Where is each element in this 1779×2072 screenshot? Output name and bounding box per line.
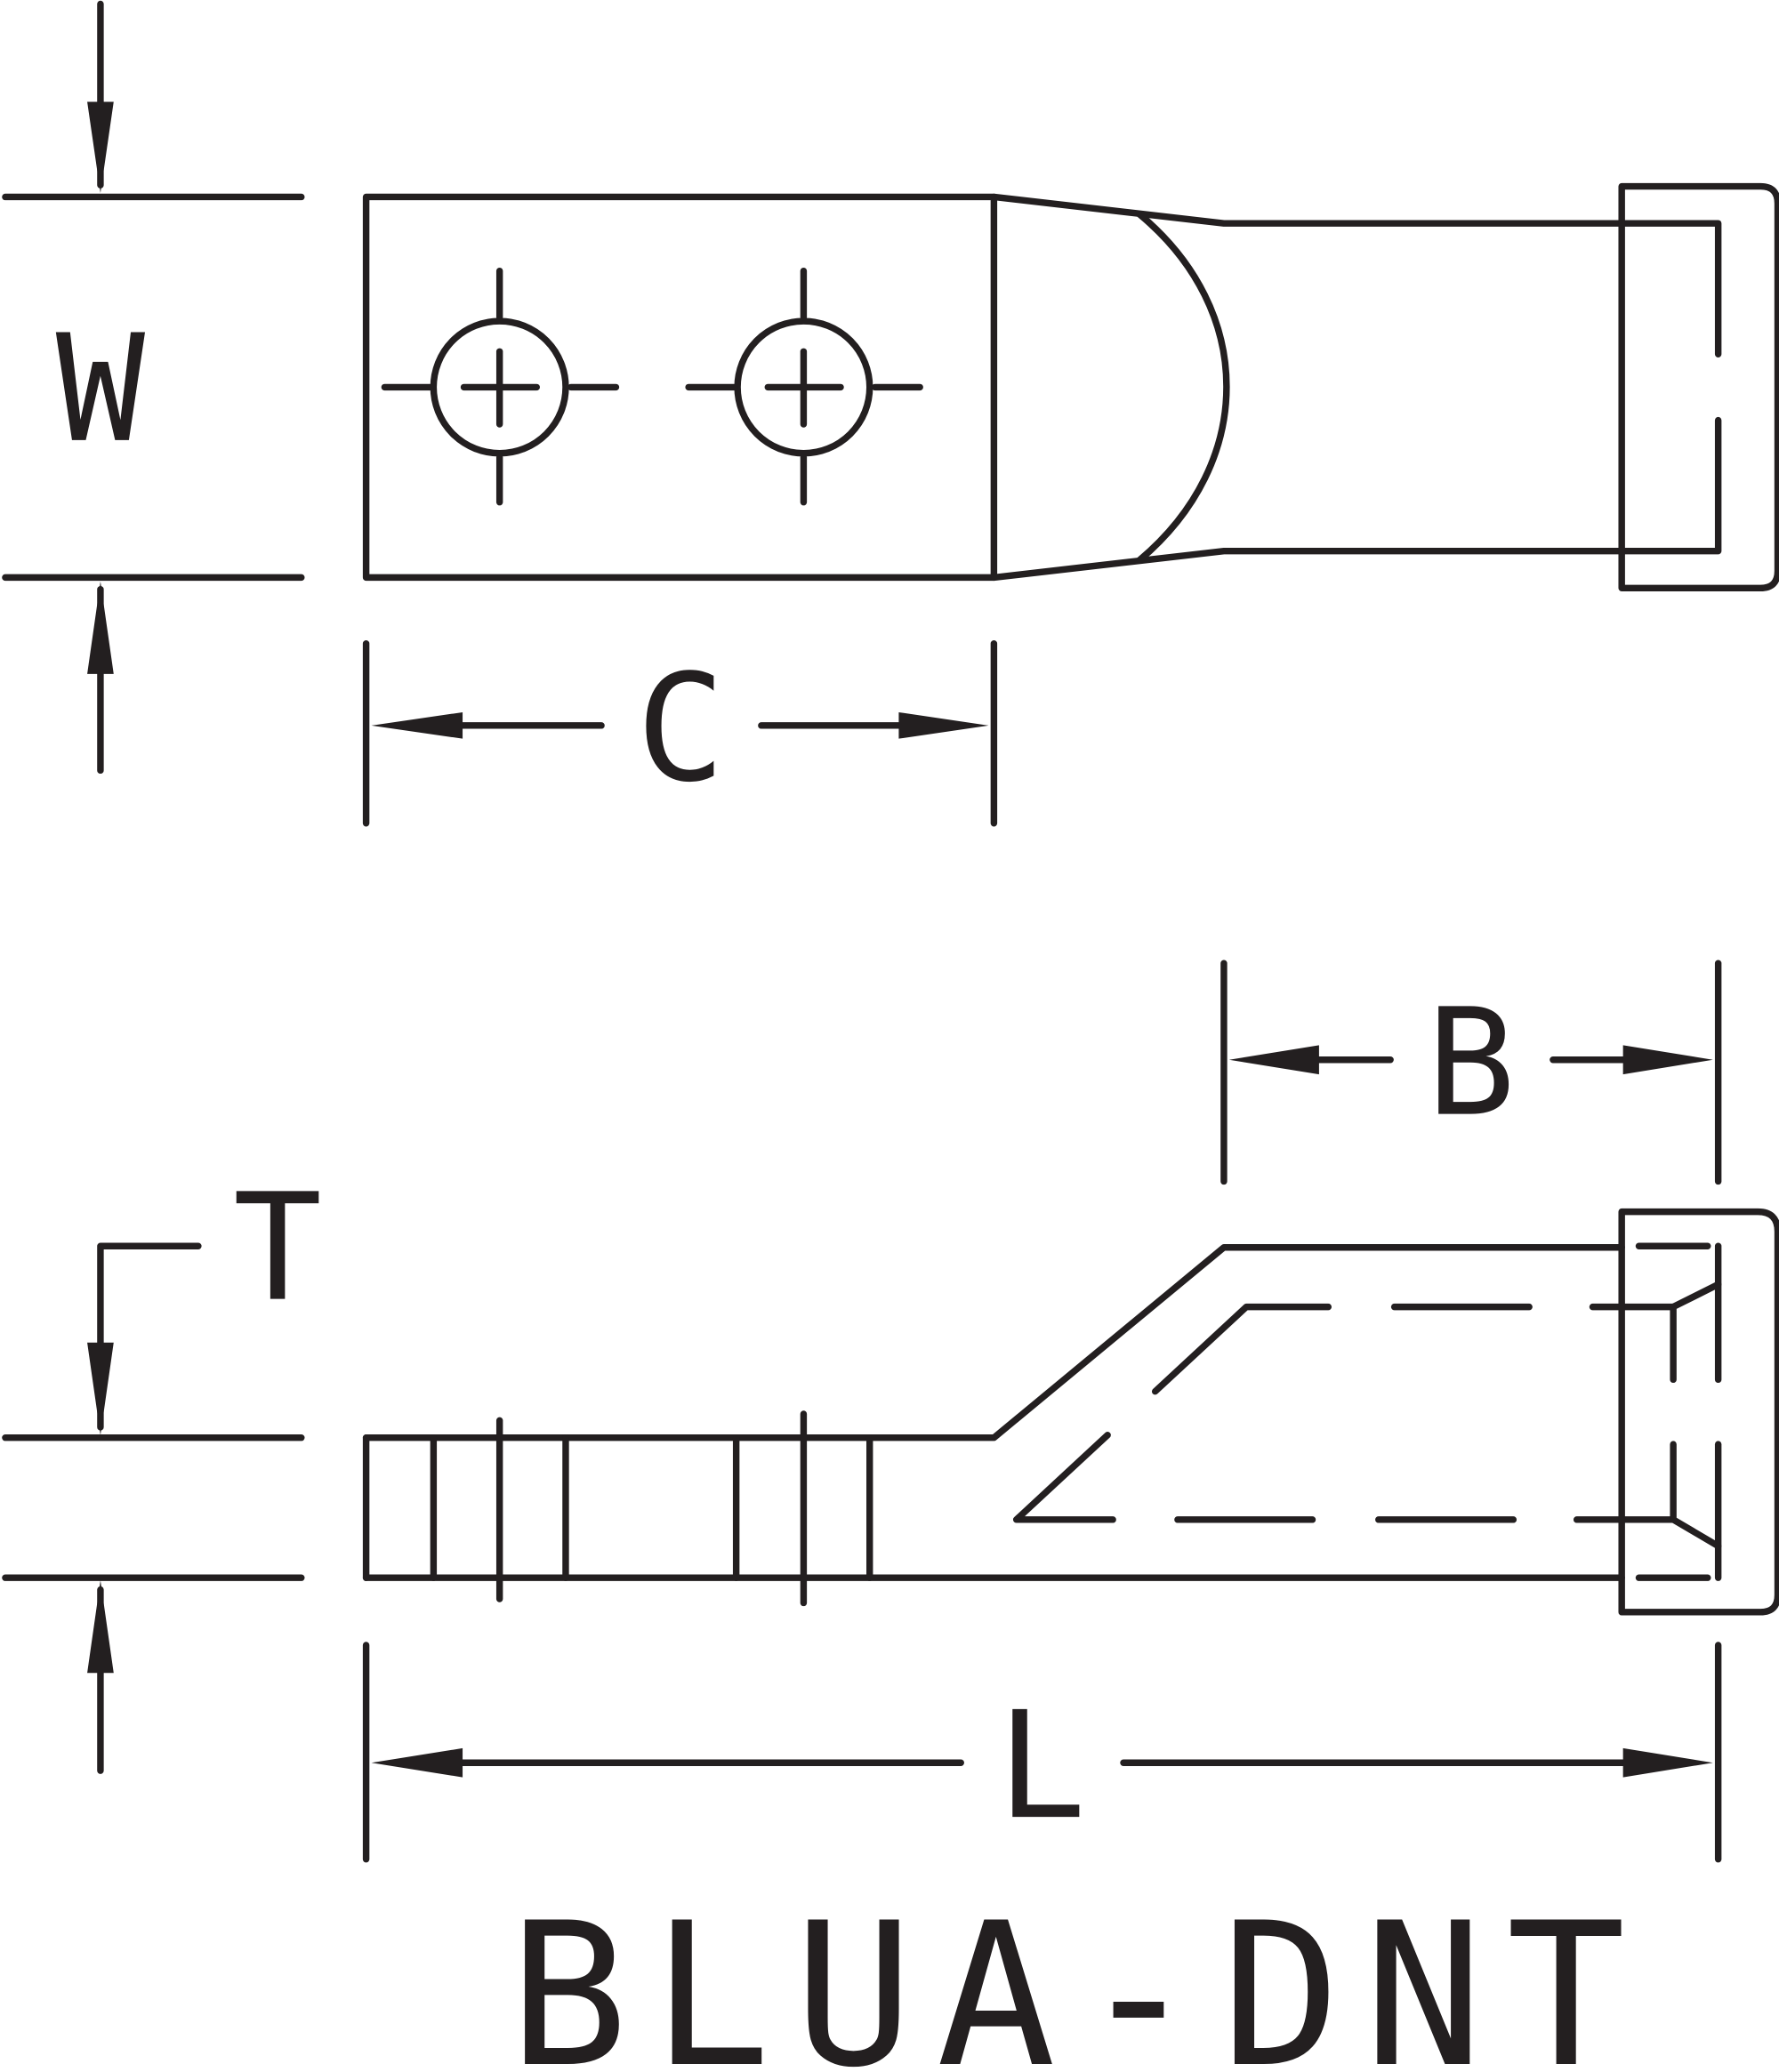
- l-dimension: L: [362, 1642, 1722, 1863]
- bolt-hole-1: [381, 267, 620, 506]
- tongue-top: [362, 193, 998, 582]
- part-number-title: BLUA-DNT: [509, 1880, 1626, 2072]
- bolt-hole-2: [685, 267, 923, 506]
- width-dimension: W: [2, 0, 305, 775]
- dimension-label-l: L: [997, 1681, 1086, 1852]
- b-dimension: B: [1220, 960, 1722, 1185]
- t-dimension: T: [2, 1163, 322, 1774]
- lug-side: [362, 1208, 1779, 1616]
- dimension-label-c: C: [636, 644, 725, 815]
- dimension-label-t: T: [233, 1163, 322, 1335]
- top-view: W: [2, 0, 1779, 827]
- side-view: B T: [2, 960, 1779, 1863]
- dimension-label-b: B: [1427, 978, 1516, 1150]
- c-dimension: C: [362, 639, 998, 827]
- barrel-top: [990, 182, 1779, 591]
- dimension-label-w: W: [56, 304, 146, 476]
